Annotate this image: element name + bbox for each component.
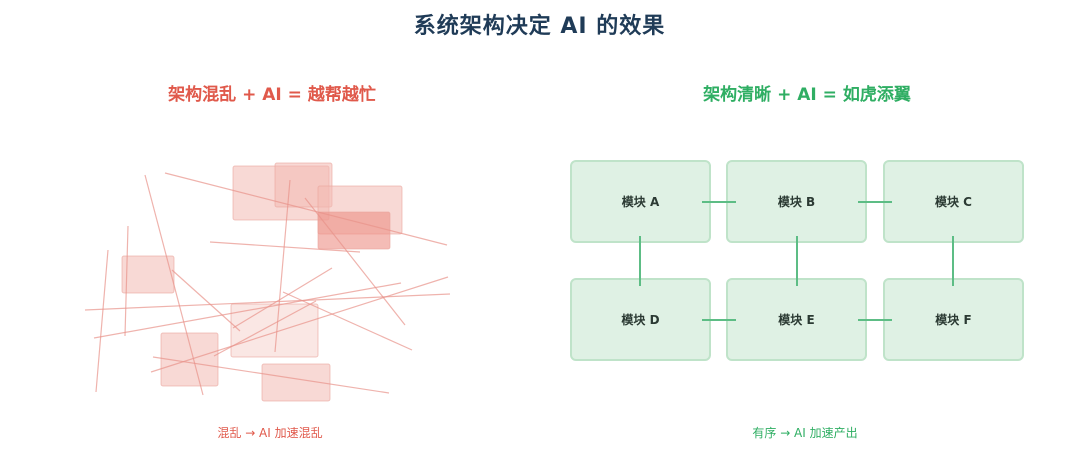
- chaos-line: [124, 225, 129, 337]
- module-a: 模块 A: [570, 160, 711, 243]
- chaos-line: [209, 241, 361, 253]
- connector-b-e: [796, 236, 798, 286]
- chaos-block: [121, 255, 175, 294]
- chaos-blocks: [121, 162, 403, 402]
- chaos-line: [274, 179, 291, 353]
- chaos-line: [213, 300, 317, 357]
- diagram-title: 系统架构决定 AI 的效果: [413, 14, 666, 39]
- connector-a-b: [702, 201, 736, 203]
- chaos-line: [150, 276, 449, 373]
- chaos-block: [230, 303, 319, 358]
- chaos-line: [93, 282, 402, 339]
- chaos-caption: 混乱 → AI 加速混乱: [217, 426, 323, 440]
- module-f: 模块 F: [883, 278, 1024, 361]
- connector-c-f: [952, 236, 954, 286]
- chaos-heading: 架构混乱 + AI = 越帮越忙: [168, 85, 376, 105]
- chaos-line: [95, 249, 109, 393]
- order-heading: 架构清晰 + AI = 如虎添翼: [703, 85, 911, 105]
- chaos-line: [304, 197, 406, 326]
- chaos-block: [317, 211, 391, 250]
- connector-b-c: [858, 201, 892, 203]
- chaos-line: [232, 267, 333, 329]
- module-b: 模块 B: [726, 160, 867, 243]
- connector-d-e: [702, 319, 736, 321]
- chaos-line: [84, 293, 451, 311]
- module-e: 模块 E: [726, 278, 867, 361]
- chaos-line: [171, 269, 241, 332]
- order-caption: 有序 → AI 加速产出: [752, 426, 858, 440]
- chaos-block: [261, 363, 331, 402]
- connector-e-f: [858, 319, 892, 321]
- chaos-line: [164, 172, 448, 246]
- chaos-line: [152, 356, 390, 394]
- module-d: 模块 D: [570, 278, 711, 361]
- connector-a-d: [639, 236, 641, 286]
- chaos-line: [282, 291, 413, 351]
- chaos-lines: [84, 172, 451, 396]
- module-c: 模块 C: [883, 160, 1024, 243]
